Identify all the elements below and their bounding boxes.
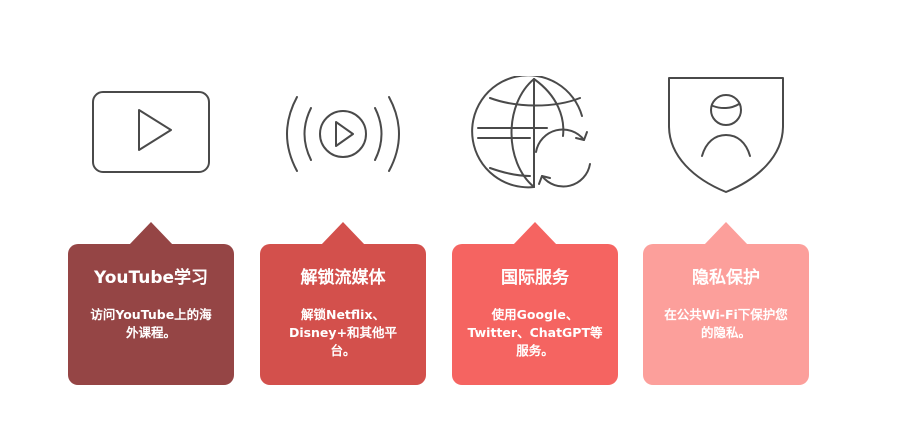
feature-international: 国际服务 使用Google、 Twitter、ChatGPT等 服务。 xyxy=(452,0,618,427)
card-description: 使用Google、 Twitter、ChatGPT等 服务。 xyxy=(467,307,603,358)
card-description: 在公共Wi-Fi下保护您 的隐私。 xyxy=(664,307,788,340)
card-title: YouTube学习 xyxy=(93,268,209,288)
globe-sync-icon xyxy=(452,76,618,198)
shield-user-icon xyxy=(643,76,809,198)
card-title: 隐私保护 xyxy=(692,268,760,288)
video-play-icon xyxy=(68,76,234,198)
feature-card-youtube: YouTube学习 访问YouTube上的海 外课程。 xyxy=(68,222,234,385)
feature-youtube: YouTube学习 访问YouTube上的海 外课程。 xyxy=(68,0,234,427)
feature-card-privacy: 隐私保护 在公共Wi-Fi下保护您 的隐私。 xyxy=(643,222,809,385)
card-description: 解锁Netflix、 Disney+和其他平 台。 xyxy=(288,307,398,358)
card-title: 国际服务 xyxy=(501,268,569,288)
broadcast-play-icon xyxy=(260,76,426,198)
feature-card-international: 国际服务 使用Google、 Twitter、ChatGPT等 服务。 xyxy=(452,222,618,385)
card-title: 解锁流媒体 xyxy=(300,268,386,288)
feature-privacy: 隐私保护 在公共Wi-Fi下保护您 的隐私。 xyxy=(643,0,809,427)
feature-card-streaming: 解锁流媒体 解锁Netflix、 Disney+和其他平 台。 xyxy=(260,222,426,385)
card-description: 访问YouTube上的海 外课程。 xyxy=(90,307,212,340)
feature-streaming: 解锁流媒体 解锁Netflix、 Disney+和其他平 台。 xyxy=(260,0,426,427)
